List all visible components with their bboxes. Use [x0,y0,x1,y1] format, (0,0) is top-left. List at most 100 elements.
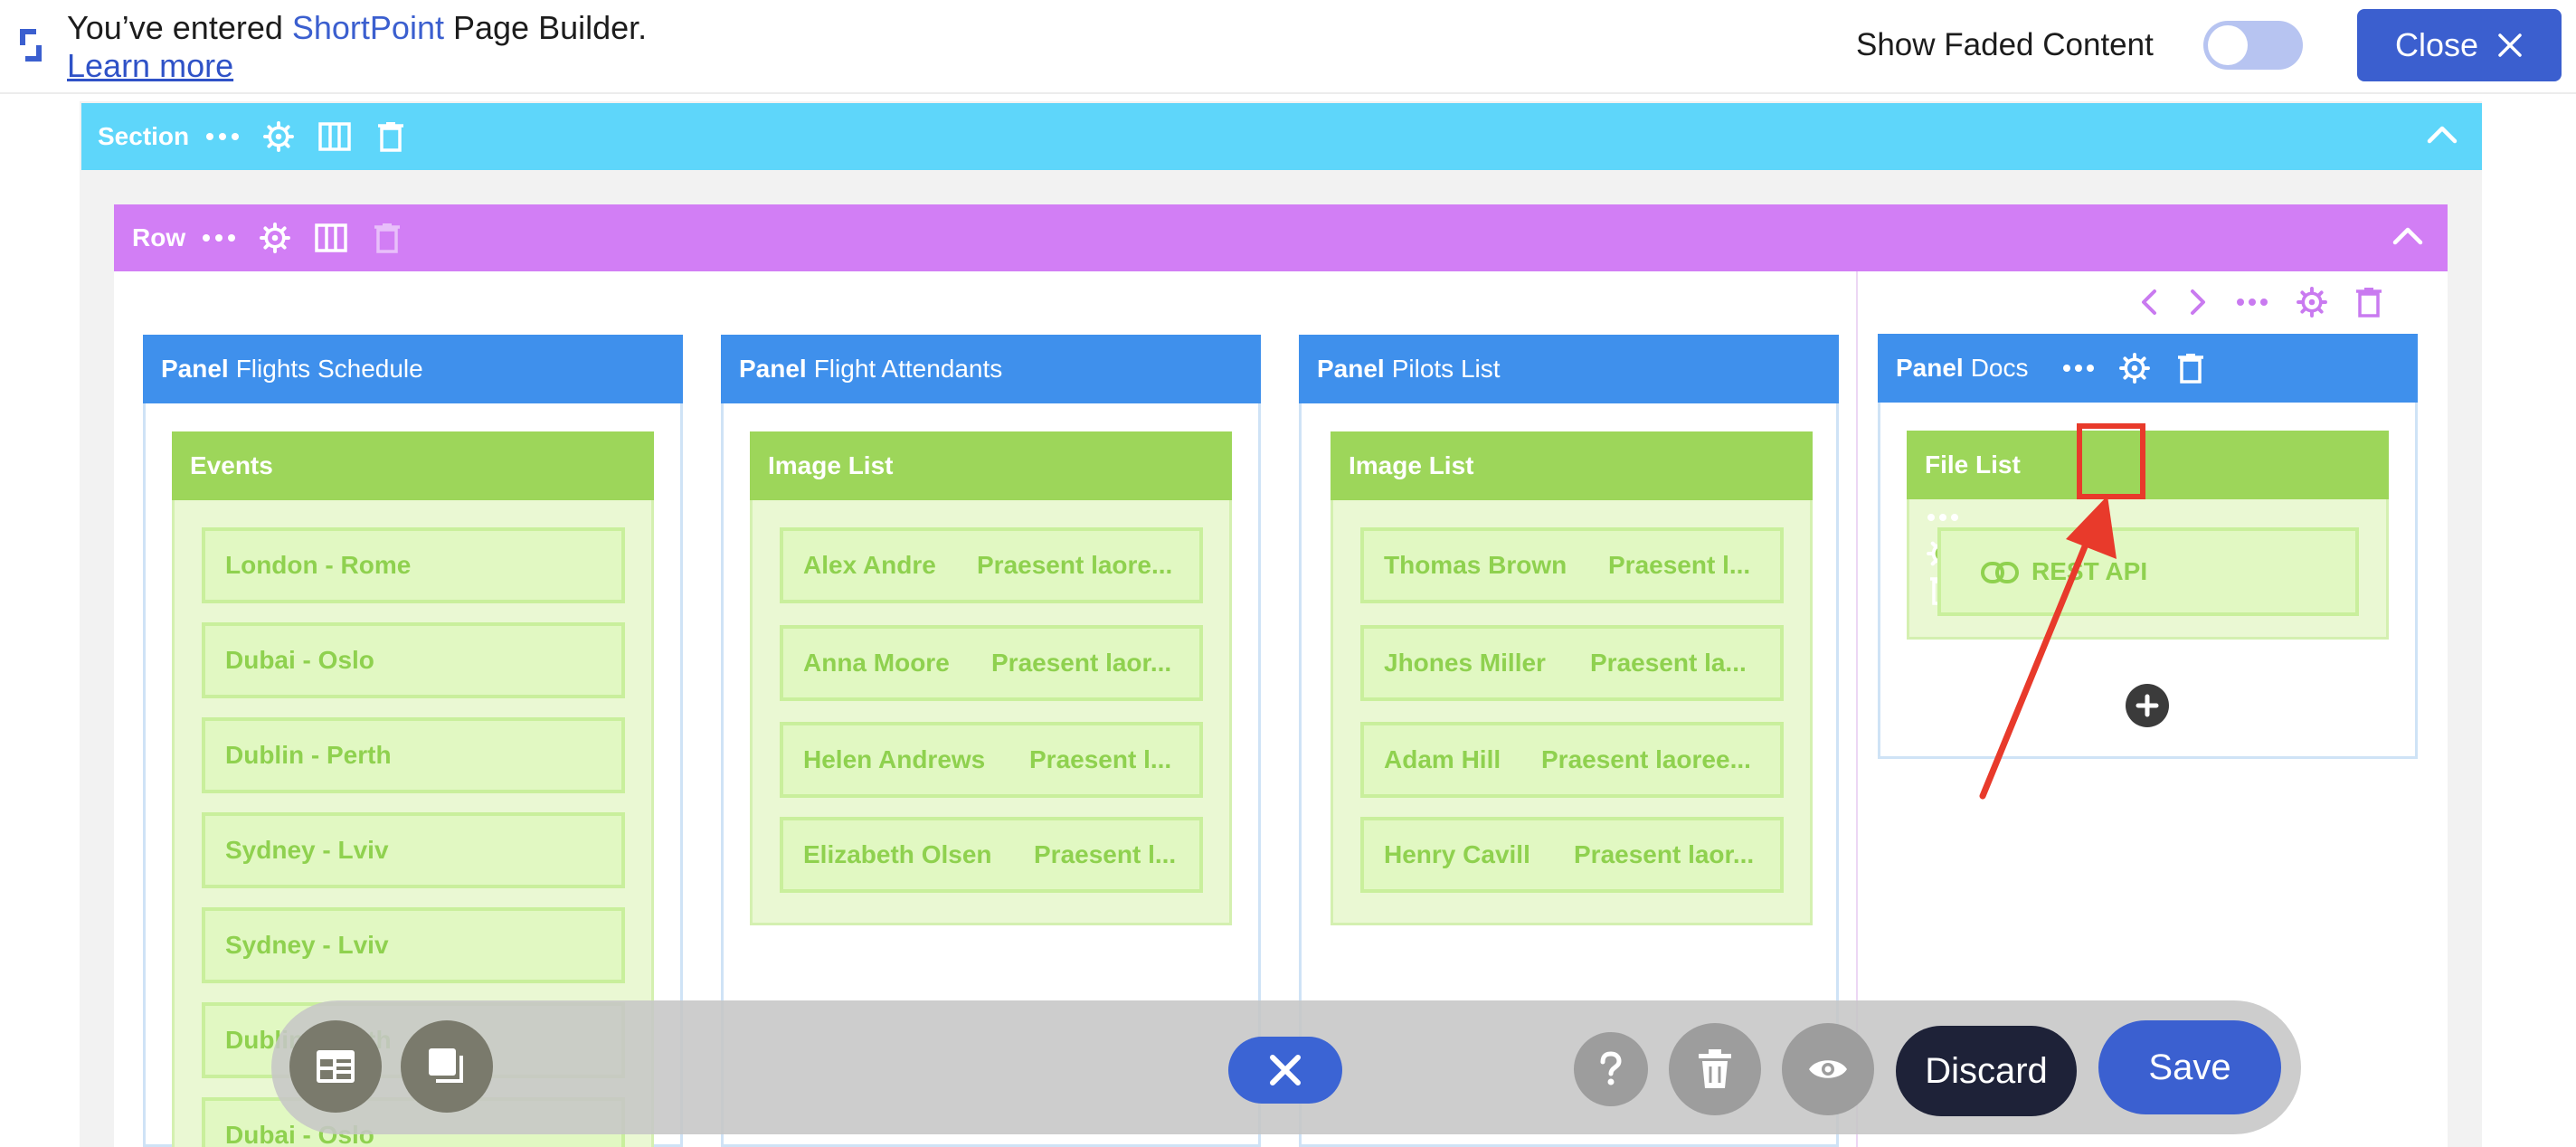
section-collapse-chevron-icon[interactable] [2422,116,2462,156]
trash-icon [378,122,403,152]
banner-message: You’ve entered ShortPoint Page Builder. [67,7,647,49]
item-description: Praesent l... [1029,745,1172,773]
panel-kind-label: Panel [161,355,229,383]
question-icon [1600,1051,1622,1085]
link-icon [1981,562,2019,583]
panel-delete-button[interactable] [2173,350,2209,386]
list-item[interactable]: Anna Moore Praesent laor... [780,625,1203,701]
image-list-element[interactable]: Image List Alex Andre Praesent laore... A… [750,431,1232,925]
item-name: Jhones Miller [1384,649,1546,677]
item-name: Alex Andre [803,551,936,579]
chevron-right-icon[interactable] [2187,288,2209,317]
item-name: Thomas Brown [1384,551,1567,579]
column-divider [1856,271,1858,1147]
list-item[interactable]: Dublin - Perth [202,717,625,793]
row-columns-button[interactable] [313,220,349,256]
banner-brand: ShortPoint [291,9,444,46]
preview-button[interactable] [1782,1023,1874,1115]
item-description: Praesent laor... [991,649,1172,677]
row-more-button[interactable] [201,220,237,256]
section-columns-button[interactable] [317,118,353,155]
learn-more-link[interactable]: Learn more [67,47,234,84]
copy-icon [429,1048,463,1083]
close-icon [2498,33,2522,57]
show-faded-content-toggle[interactable] [2203,21,2303,70]
row-delete-button[interactable] [369,220,405,256]
list-item[interactable]: London - Rome [202,527,625,603]
list-item[interactable]: Sydney - Lviv [202,812,625,888]
panel-kind-label: Panel [739,355,807,383]
close-icon [1270,1055,1301,1085]
discard-button[interactable]: Discard [1896,1026,2077,1116]
row-toolbar[interactable]: Row [114,204,2448,271]
page-builder-banner: You’ve entered ShortPoint Page Builder. … [0,0,2576,94]
section-delete-button[interactable] [373,118,409,155]
gear-icon [2119,353,2150,384]
trash-icon[interactable] [2355,287,2382,318]
panel-title: Flights Schedule [235,355,423,383]
close-button[interactable]: Close [2357,9,2562,81]
element-header[interactable]: Image List [1331,431,1813,500]
more-dots-icon [203,234,235,242]
element-header[interactable]: Image List [750,431,1232,500]
panel-more-button[interactable] [2060,350,2097,386]
trash-icon [2178,354,2203,384]
more-dots-icon [206,133,239,140]
column-toolbar [2138,284,2382,320]
panel-kind-label: Panel [1896,354,1964,382]
file-list-element[interactable]: File List REST API [1907,431,2389,640]
file-name: REST API [2031,557,2148,585]
cancel-button[interactable] [1228,1037,1342,1104]
chevron-left-icon[interactable] [2138,288,2160,317]
row-settings-button[interactable] [257,220,293,256]
banner-prefix: You’ve entered [67,9,292,46]
layout-icon [317,1050,355,1083]
add-element-button[interactable] [2126,684,2169,727]
element-header[interactable]: Events [172,431,654,500]
plus-icon [2136,694,2159,717]
more-dots-icon[interactable] [2236,298,2268,307]
section-label: Section [98,122,190,150]
layout-button[interactable] [289,1020,382,1113]
gear-icon[interactable] [2296,286,2328,318]
list-item[interactable]: Alex Andre Praesent laore... [780,527,1203,603]
list-item[interactable]: Dubai - Oslo [202,622,625,698]
item-description: Praesent laore... [977,551,1173,579]
section-toolbar[interactable]: Section [81,103,2482,170]
columns-icon [315,223,347,252]
columns-icon [318,122,351,151]
panel-title: Docs [1970,354,2029,382]
trash-icon [1699,1049,1731,1088]
shortpoint-logo-icon [20,29,42,62]
panel-settings-button[interactable] [2117,350,2153,386]
help-button[interactable] [1574,1032,1648,1106]
row-collapse-chevron-icon[interactable] [2388,217,2428,257]
section-settings-button[interactable] [260,118,297,155]
copy-button[interactable] [401,1020,493,1113]
element-header[interactable]: File List [1907,431,2389,605]
save-button[interactable]: Save [2098,1020,2281,1114]
panel-title: Flight Attendants [813,355,1003,383]
element-title: File List [1925,450,2021,479]
panel-title: Pilots List [1391,355,1501,383]
delete-button[interactable] [1669,1023,1761,1115]
gear-icon [263,121,294,152]
item-description: Praesent laor... [1574,840,1755,868]
section-more-button[interactable] [204,118,241,155]
element-more-button[interactable] [1925,499,1961,536]
item-name: Anna Moore [803,649,950,677]
file-item[interactable]: REST API [1937,527,2359,616]
list-item[interactable]: Sydney - Lviv [202,907,625,983]
toggle-knob [2208,25,2248,65]
